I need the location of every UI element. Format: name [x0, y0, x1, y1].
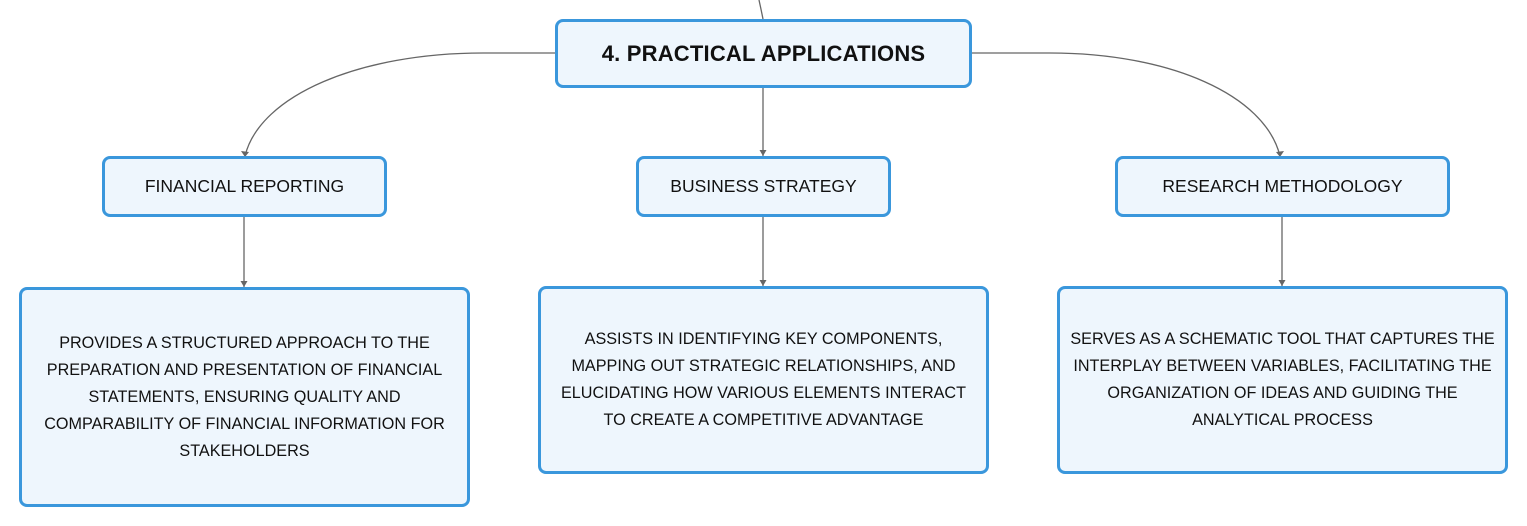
- leaf-node-description: SERVES AS A SCHEMATIC TOOL THAT CAPTURES…: [1070, 330, 1495, 429]
- branch-node-label: BUSINESS STRATEGY: [670, 176, 857, 196]
- arrowhead-business: [759, 150, 767, 156]
- branch-node-label: RESEARCH METHODOLOGY: [1162, 176, 1403, 196]
- branch-node-label: FINANCIAL REPORTING: [144, 176, 345, 196]
- leaf-node-research-methodology[interactable]: SERVES AS A SCHEMATIC TOOL THAT CAPTURES…: [1057, 286, 1508, 474]
- arrowhead-financial: [241, 151, 249, 157]
- branch-node-business-strategy[interactable]: BUSINESS STRATEGY: [636, 156, 891, 217]
- arrowhead-financial-leaf: [240, 281, 248, 287]
- arrowhead-research-leaf: [1278, 280, 1286, 286]
- leaf-node-business-strategy[interactable]: ASSISTS IN IDENTIFYING KEY COMPONENTS, M…: [538, 286, 989, 474]
- leaf-node-description: PROVIDES A STRUCTURED APPROACH TO THE PR…: [44, 333, 445, 460]
- arrowhead-business-leaf: [759, 280, 767, 286]
- branch-node-financial-reporting[interactable]: FINANCIAL REPORTING: [102, 156, 387, 217]
- arrowhead-research: [1276, 151, 1284, 157]
- connector-root-financial: [244, 52, 555, 157]
- root-node[interactable]: 4. PRACTICAL APPLICATIONS: [555, 19, 972, 88]
- connector-incoming-root: [758, 0, 764, 20]
- branch-node-research-methodology[interactable]: RESEARCH METHODOLOGY: [1115, 156, 1450, 217]
- root-node-label: 4. PRACTICAL APPLICATIONS: [601, 40, 926, 66]
- connector-root-research: [972, 52, 1281, 157]
- leaf-node-financial-reporting[interactable]: PROVIDES A STRUCTURED APPROACH TO THE PR…: [19, 287, 470, 507]
- leaf-node-description: ASSISTS IN IDENTIFYING KEY COMPONENTS, M…: [560, 330, 967, 429]
